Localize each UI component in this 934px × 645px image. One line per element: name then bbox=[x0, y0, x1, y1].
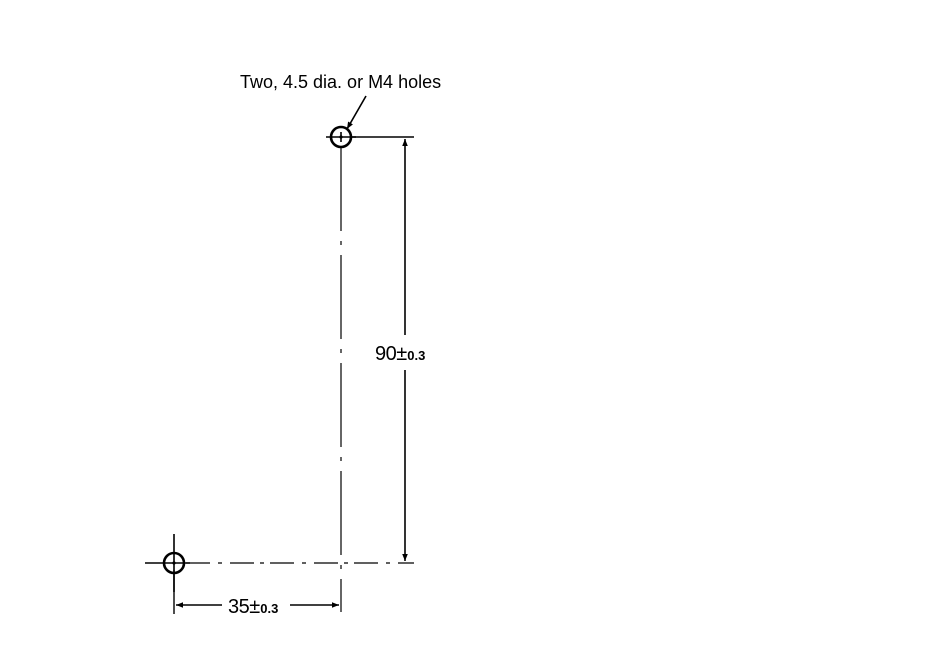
vertical-dimension-tolerance: 0.3 bbox=[407, 348, 425, 363]
vertical-dimension-plus-minus: ± bbox=[396, 343, 407, 365]
hole-callout-label: Two, 4.5 dia. or M4 holes bbox=[240, 72, 441, 92]
callout-leader bbox=[346, 95, 367, 130]
bottom-hole-center bbox=[172, 561, 176, 565]
bottom-hole bbox=[145, 534, 190, 592]
top-hole-center bbox=[339, 135, 343, 139]
horizontal-dimension-tolerance: 0.3 bbox=[260, 601, 278, 616]
horizontal-dimension-label: 35±0.3 bbox=[228, 596, 278, 618]
horizontal-dimension-plus-minus: ± bbox=[249, 596, 260, 618]
vertical-dimension-value: 90 bbox=[375, 343, 397, 365]
vertical-dimension-label: 90±0.3 bbox=[375, 343, 425, 365]
horizontal-dimension-value: 35 bbox=[228, 596, 250, 618]
